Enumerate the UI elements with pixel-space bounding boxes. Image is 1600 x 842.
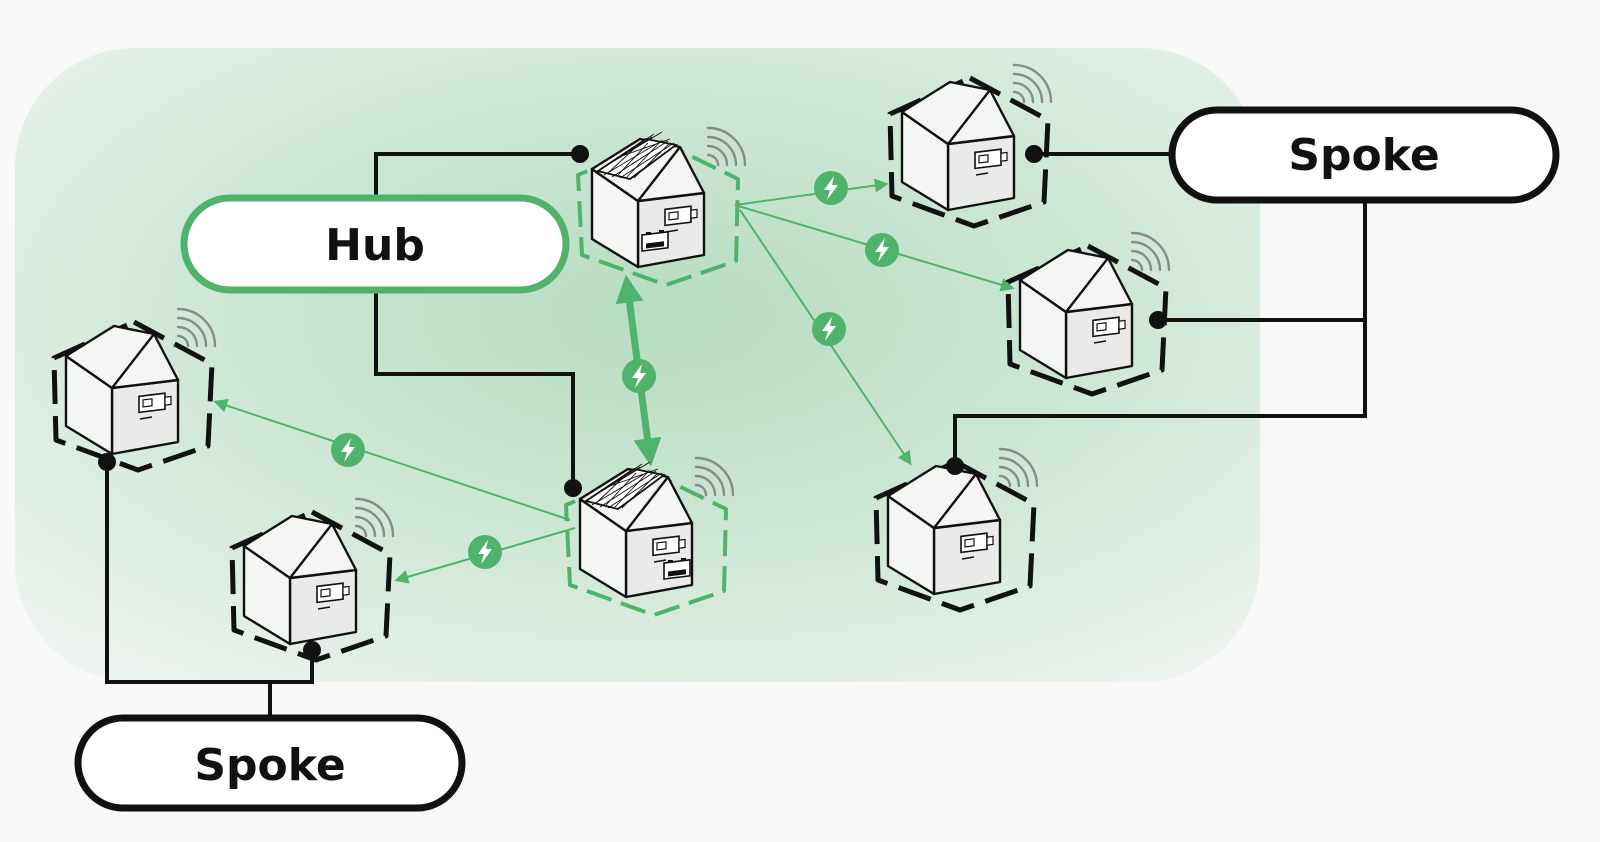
hub-label: Hub bbox=[180, 194, 570, 294]
svg-text:Spoke: Spoke bbox=[1288, 130, 1439, 181]
hub-house-bottom bbox=[564, 456, 735, 617]
spoke-house-3 bbox=[873, 447, 1039, 613]
svg-text:Spoke: Spoke bbox=[194, 740, 345, 791]
spoke-top-right-wires bbox=[953, 152, 1367, 466]
spoke-label-bottom-left: Spoke bbox=[74, 714, 466, 812]
hub-wires bbox=[374, 152, 580, 488]
svg-text:Hub: Hub bbox=[325, 220, 425, 271]
spoke-house-1 bbox=[887, 63, 1053, 229]
spoke-label-top-right: Spoke bbox=[1168, 106, 1560, 204]
spoke-house-5 bbox=[229, 497, 395, 663]
hub-house-top bbox=[576, 126, 747, 287]
connection-dots bbox=[98, 145, 1167, 659]
spoke-bottom-left-wires bbox=[105, 462, 314, 718]
spoke-house-2 bbox=[1005, 231, 1171, 397]
spoke-house-4 bbox=[51, 307, 217, 473]
